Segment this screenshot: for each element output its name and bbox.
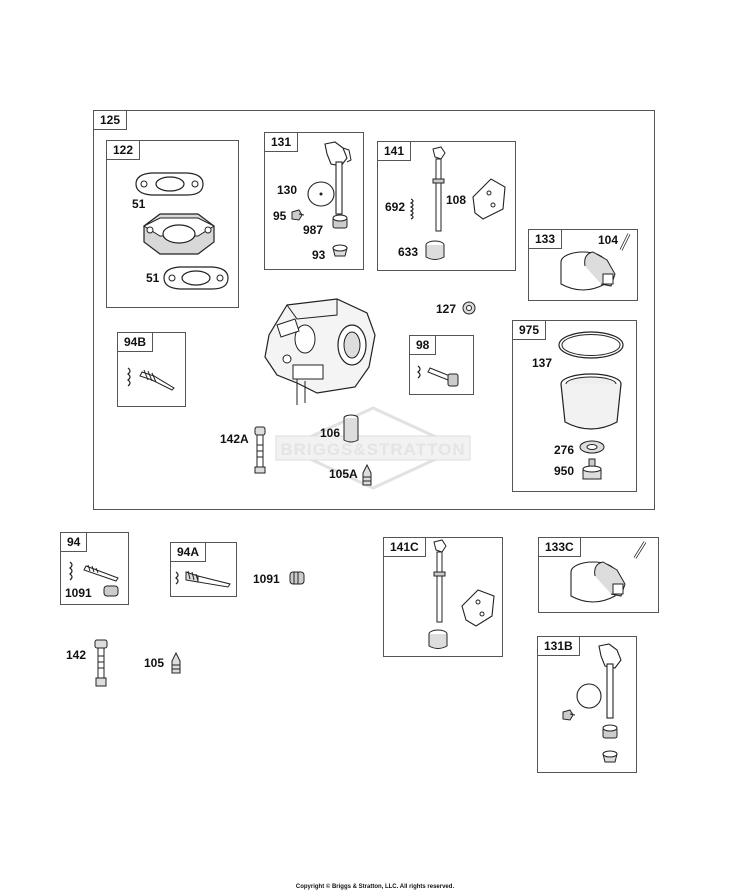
briggs-stratton-watermark-logo: BRIGGS&STRATTON [275,406,471,490]
group-141-tag: 141 [377,141,412,161]
needle-94-icon [69,561,119,597]
part-label-51-upper: 51 [132,197,146,211]
group-131B-tag: 131B [537,636,580,656]
screw-95-icon [291,209,305,221]
group-133C-box: 133C [538,537,659,613]
part-label-137: 137 [532,356,553,370]
valve-105A-icon [362,463,372,486]
part-label-104: 104 [598,233,619,247]
bowl-gasket-ring-icon [558,331,624,359]
part-label-276: 276 [554,443,575,457]
group-141-box: 141 [377,141,516,271]
group-94A-box: 94A [170,542,237,597]
carburetor-body-icon [264,298,376,405]
part-label-633: 633 [398,245,419,259]
group-98-box: 98 [409,335,474,395]
bowl-nut-950-icon [582,458,602,480]
choke-shaft-icon [409,146,506,260]
main-jet-142-icon [94,639,108,687]
part-label-108: 108 [446,193,467,207]
part-label-95: 95 [273,209,287,223]
washer-127-icon [462,301,476,315]
group-94B-tag: 94B [117,332,154,352]
group-125-box: 125 [93,110,655,510]
float-133C-icon [570,541,647,603]
part-label-142A: 142A [220,432,249,446]
nozzle-106-icon [343,414,359,443]
group-133-tag: 133 [528,229,563,249]
throttle-shaft-131B-icon [562,643,622,763]
part-label-93: 93 [312,248,326,262]
part-label-105: 105 [144,656,165,670]
group-122-tag: 122 [106,140,141,160]
group-141C-tag: 141C [383,537,426,557]
group-94-box: 94 [60,532,129,605]
part-label-105A: 105A [329,467,358,481]
part-label-950: 950 [554,464,575,478]
main-jet-142A-icon [254,426,266,474]
part-label-51-lower: 51 [146,271,160,285]
svg-text:BRIGGS&STRATTON: BRIGGS&STRATTON [280,440,465,459]
group-133C-tag: 133C [538,537,581,557]
screw-98-icon [417,365,459,387]
group-131B-box: 131B [537,636,637,773]
spacer-block-icon [142,213,216,255]
copyright-footer: Copyright © Briggs & Stratton, LLC. All … [295,884,455,890]
throttle-shaft-icon [307,141,352,257]
group-131-tag: 131 [264,132,299,152]
choke-shaft-141C-icon [428,539,495,649]
group-122-box: 122 [106,140,239,308]
needle-screw-94B-icon [127,367,175,391]
part-label-692: 692 [385,200,406,214]
part-label-127: 127 [436,302,457,316]
group-98-tag: 98 [409,335,437,355]
valve-105-icon [171,651,181,674]
group-125-tag: 125 [93,110,128,130]
group-133-box: 133 [528,229,638,301]
part-label-142: 142 [66,648,87,662]
group-975-tag: 975 [512,320,547,340]
plug-1091-icon [289,571,305,585]
washer-276-icon [579,440,605,454]
group-94A-tag: 94A [170,542,207,562]
part-label-987: 987 [303,223,324,237]
group-94-tag: 94 [60,532,88,552]
group-975-box: 975 [512,320,637,492]
gasket-upper-icon [135,172,204,196]
part-label-1091-left: 1091 [65,586,92,600]
part-label-106: 106 [320,426,341,440]
part-label-1091-mid: 1091 [253,572,280,586]
float-133-icon [560,233,631,291]
part-label-130: 130 [277,183,298,197]
needle-94A-icon [175,570,231,588]
gasket-lower-icon [163,266,229,290]
group-141C-box: 141C [383,537,503,657]
group-94B-box: 94B [117,332,186,407]
float-bowl-icon [560,373,622,430]
group-131-box: 131 [264,132,364,270]
